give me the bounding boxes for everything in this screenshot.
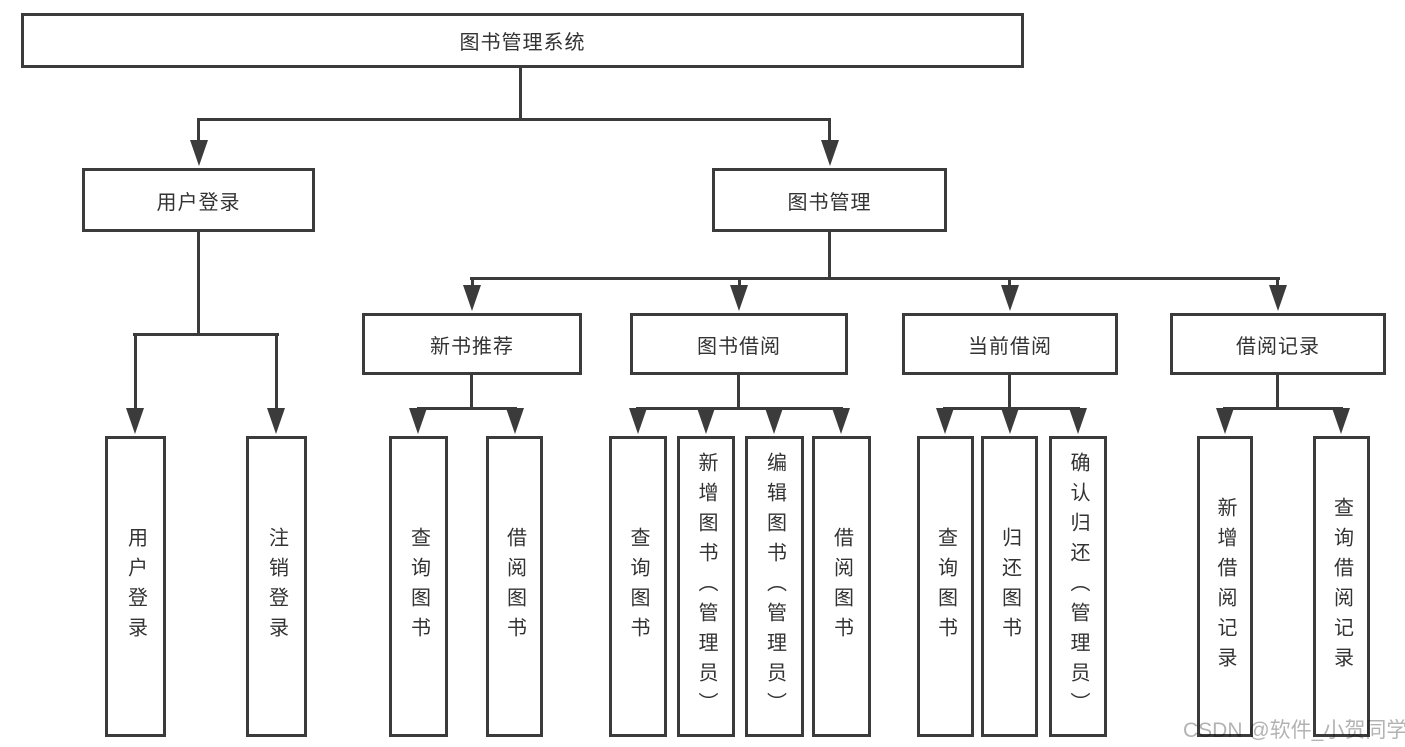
connector-line xyxy=(133,333,279,336)
node-user-login: 用户登录 xyxy=(82,168,315,232)
leaf-label: 查询图书 xyxy=(407,526,430,647)
connector-line xyxy=(134,333,137,409)
node-label: 新书推荐 xyxy=(430,335,514,358)
connector-line xyxy=(1276,373,1279,409)
leaf-query-books-current: 查询图书 xyxy=(917,436,974,737)
node-library-management-system: 图书管理系统 xyxy=(21,13,1024,68)
leaf-label: 编辑图书（管理员） xyxy=(763,451,786,722)
connector-line xyxy=(1008,277,1011,287)
leaf-logout: 注销登录 xyxy=(246,436,307,737)
leaf-add-books-admin: 新增图书（管理员） xyxy=(677,436,735,737)
leaf-user-login: 用户登录 xyxy=(105,436,166,737)
csdn-watermark: CSDN @软件_小贺同学 xyxy=(1183,719,1405,742)
node-borrowing-records: 借阅记录 xyxy=(1170,313,1386,375)
leaf-borrow-books-recommend: 借阅图书 xyxy=(486,436,543,737)
connector-line xyxy=(275,333,278,409)
connector-line xyxy=(470,373,473,409)
connector-line xyxy=(1008,373,1011,409)
arrow-down-icon xyxy=(126,408,144,434)
arrow-down-icon xyxy=(1001,285,1019,311)
arrow-down-icon xyxy=(832,408,850,434)
leaf-add-borrow-record: 新增借阅记录 xyxy=(1197,436,1253,737)
arrow-down-icon xyxy=(1069,408,1087,434)
arrow-down-icon xyxy=(463,285,481,311)
arrow-down-icon xyxy=(629,408,647,434)
connector-line xyxy=(737,373,740,409)
leaf-label: 确认归还（管理员） xyxy=(1067,451,1089,722)
connector-line xyxy=(636,407,843,410)
leaf-query-borrow-record: 查询借阅记录 xyxy=(1313,436,1370,737)
arrow-down-icon xyxy=(730,285,748,311)
connector-line xyxy=(1276,277,1279,287)
node-book-borrowing: 图书借阅 xyxy=(630,313,848,375)
arrow-down-icon xyxy=(409,408,427,434)
connector-line xyxy=(417,407,517,410)
leaf-label: 查询借阅记录 xyxy=(1330,496,1353,677)
leaf-label: 借阅图书 xyxy=(503,526,526,647)
leaf-label: 查询图书 xyxy=(934,526,957,647)
node-label: 借阅记录 xyxy=(1236,335,1320,358)
connector-line xyxy=(197,118,200,144)
leaf-label: 归还图书 xyxy=(998,526,1021,647)
node-label: 图书管理系统 xyxy=(459,32,586,54)
leaf-return-books: 归还图书 xyxy=(981,436,1038,737)
connector-line xyxy=(828,118,831,144)
node-book-management: 图书管理 xyxy=(712,168,947,232)
arrow-down-icon xyxy=(1332,408,1350,434)
node-label: 图书管理 xyxy=(787,191,872,214)
leaf-label: 借阅图书 xyxy=(830,526,853,647)
arrow-down-icon xyxy=(936,408,954,434)
leaf-query-books-recommend: 查询图书 xyxy=(389,436,448,737)
arrow-down-icon xyxy=(765,408,783,434)
arrow-down-icon xyxy=(1216,408,1234,434)
node-label: 图书借阅 xyxy=(697,335,781,358)
leaf-query-books-borrow: 查询图书 xyxy=(609,436,667,737)
connector-line xyxy=(197,230,200,335)
node-label: 用户登录 xyxy=(156,191,241,214)
arrow-down-icon xyxy=(821,140,839,166)
arrow-down-icon xyxy=(506,408,524,434)
leaf-borrow-books: 借阅图书 xyxy=(812,436,871,737)
arrow-down-icon xyxy=(190,140,208,166)
connector-line xyxy=(471,277,474,287)
connector-line xyxy=(828,230,831,279)
connector-line xyxy=(738,277,741,287)
leaf-label: 查询图书 xyxy=(627,526,649,647)
arrow-down-icon xyxy=(1001,408,1019,434)
arrow-down-icon xyxy=(697,408,715,434)
node-label: 当前借阅 xyxy=(968,335,1052,358)
node-current-borrowing: 当前借阅 xyxy=(902,313,1118,375)
leaf-confirm-return-admin: 确认归还（管理员） xyxy=(1049,436,1107,737)
leaf-edit-books-admin: 编辑图书（管理员） xyxy=(745,436,804,737)
leaf-label: 用户登录 xyxy=(124,526,147,647)
connector-line xyxy=(1223,407,1343,410)
leaf-label: 新增借阅记录 xyxy=(1214,496,1236,677)
leaf-label: 新增图书（管理员） xyxy=(695,451,717,722)
arrow-down-icon xyxy=(267,408,285,434)
arrow-down-icon xyxy=(1269,285,1287,311)
connector-line xyxy=(470,277,1280,280)
leaf-label: 注销登录 xyxy=(265,526,288,647)
connector-line xyxy=(519,66,522,120)
node-new-book-recommendation: 新书推荐 xyxy=(362,313,582,375)
connector-line xyxy=(197,118,831,121)
